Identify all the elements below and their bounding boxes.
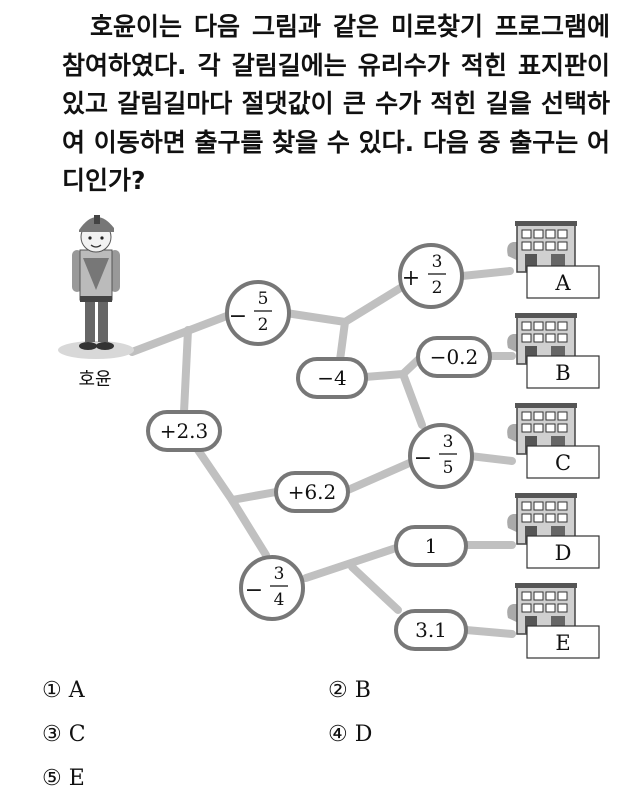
sign-1: 1 <box>394 525 468 567</box>
svg-text:−: − <box>229 304 247 329</box>
sign-minus-3-over-4: − 3 4 <box>239 555 305 621</box>
exit-label-d: D <box>555 541 572 565</box>
maze-paths <box>128 267 516 638</box>
option-2-number: ② <box>328 678 348 703</box>
option-5[interactable]: ⑤ E <box>42 766 85 791</box>
sign-minus-4: −4 <box>296 357 368 399</box>
svg-text:−0.2: −0.2 <box>430 345 479 369</box>
sign-minus-0-2: −0.2 <box>416 336 492 378</box>
svg-text:−: − <box>414 446 432 471</box>
svg-text:3: 3 <box>443 432 454 452</box>
exit-label-b: B <box>555 361 570 385</box>
svg-text:−: − <box>245 578 263 603</box>
option-5-label: E <box>68 766 85 791</box>
option-4-number: ④ <box>328 722 348 747</box>
svg-text:4: 4 <box>274 590 285 610</box>
svg-text:+6.2: +6.2 <box>288 480 337 504</box>
svg-text:2: 2 <box>432 278 443 298</box>
option-1[interactable]: ① A <box>42 678 85 703</box>
option-3-number: ③ <box>42 722 62 747</box>
option-3[interactable]: ③ C <box>42 722 86 747</box>
svg-text:2: 2 <box>258 315 269 335</box>
person-label: 호윤 <box>78 369 111 390</box>
building-icon-a <box>506 220 578 273</box>
option-3-label: C <box>68 722 86 747</box>
exit-box-d <box>526 535 600 569</box>
option-4-label: D <box>354 722 373 747</box>
exit-label-c: C <box>555 451 571 475</box>
sign-plus-2-3: +2.3 <box>146 410 222 452</box>
svg-text:3: 3 <box>432 252 443 272</box>
option-2-label: B <box>354 678 371 703</box>
option-4[interactable]: ④ D <box>328 722 372 747</box>
maze-diagram: 호윤 A B C D E − 5 2 + 3 2 <box>58 215 600 659</box>
exit-label-e: E <box>555 631 570 655</box>
option-1-number: ① <box>42 678 62 703</box>
svg-text:1: 1 <box>425 534 438 558</box>
option-2[interactable]: ② B <box>328 678 371 703</box>
sign-minus-3-over-5: − 3 5 <box>408 423 474 489</box>
svg-text:5: 5 <box>258 289 269 309</box>
question-text: 호윤이는 다음 그림과 같은 미로찾기 프로그램에 참여하였다. 각 갈림길에는… <box>62 12 610 195</box>
exit-label-a: A <box>554 271 571 295</box>
option-1-label: A <box>68 678 85 703</box>
option-5-number: ⑤ <box>42 766 62 791</box>
exit-box-e <box>526 625 600 659</box>
sign-minus-5-over-2: − 5 2 <box>225 280 291 346</box>
sign-plus-6-2: +6.2 <box>274 471 350 513</box>
svg-text:+: + <box>402 266 420 291</box>
svg-text:3: 3 <box>274 564 285 584</box>
svg-text:+2.3: +2.3 <box>160 419 209 443</box>
svg-text:3.1: 3.1 <box>415 618 447 642</box>
sign-3-1: 3.1 <box>394 609 468 651</box>
svg-text:−4: −4 <box>317 366 346 390</box>
svg-text:5: 5 <box>443 458 454 478</box>
exit-box-b <box>526 355 600 389</box>
sign-plus-3-over-2: + 3 2 <box>398 243 464 309</box>
person-hoyun-illustration <box>58 215 134 359</box>
exit-box-a <box>526 265 600 299</box>
exit-box-c <box>526 445 600 479</box>
